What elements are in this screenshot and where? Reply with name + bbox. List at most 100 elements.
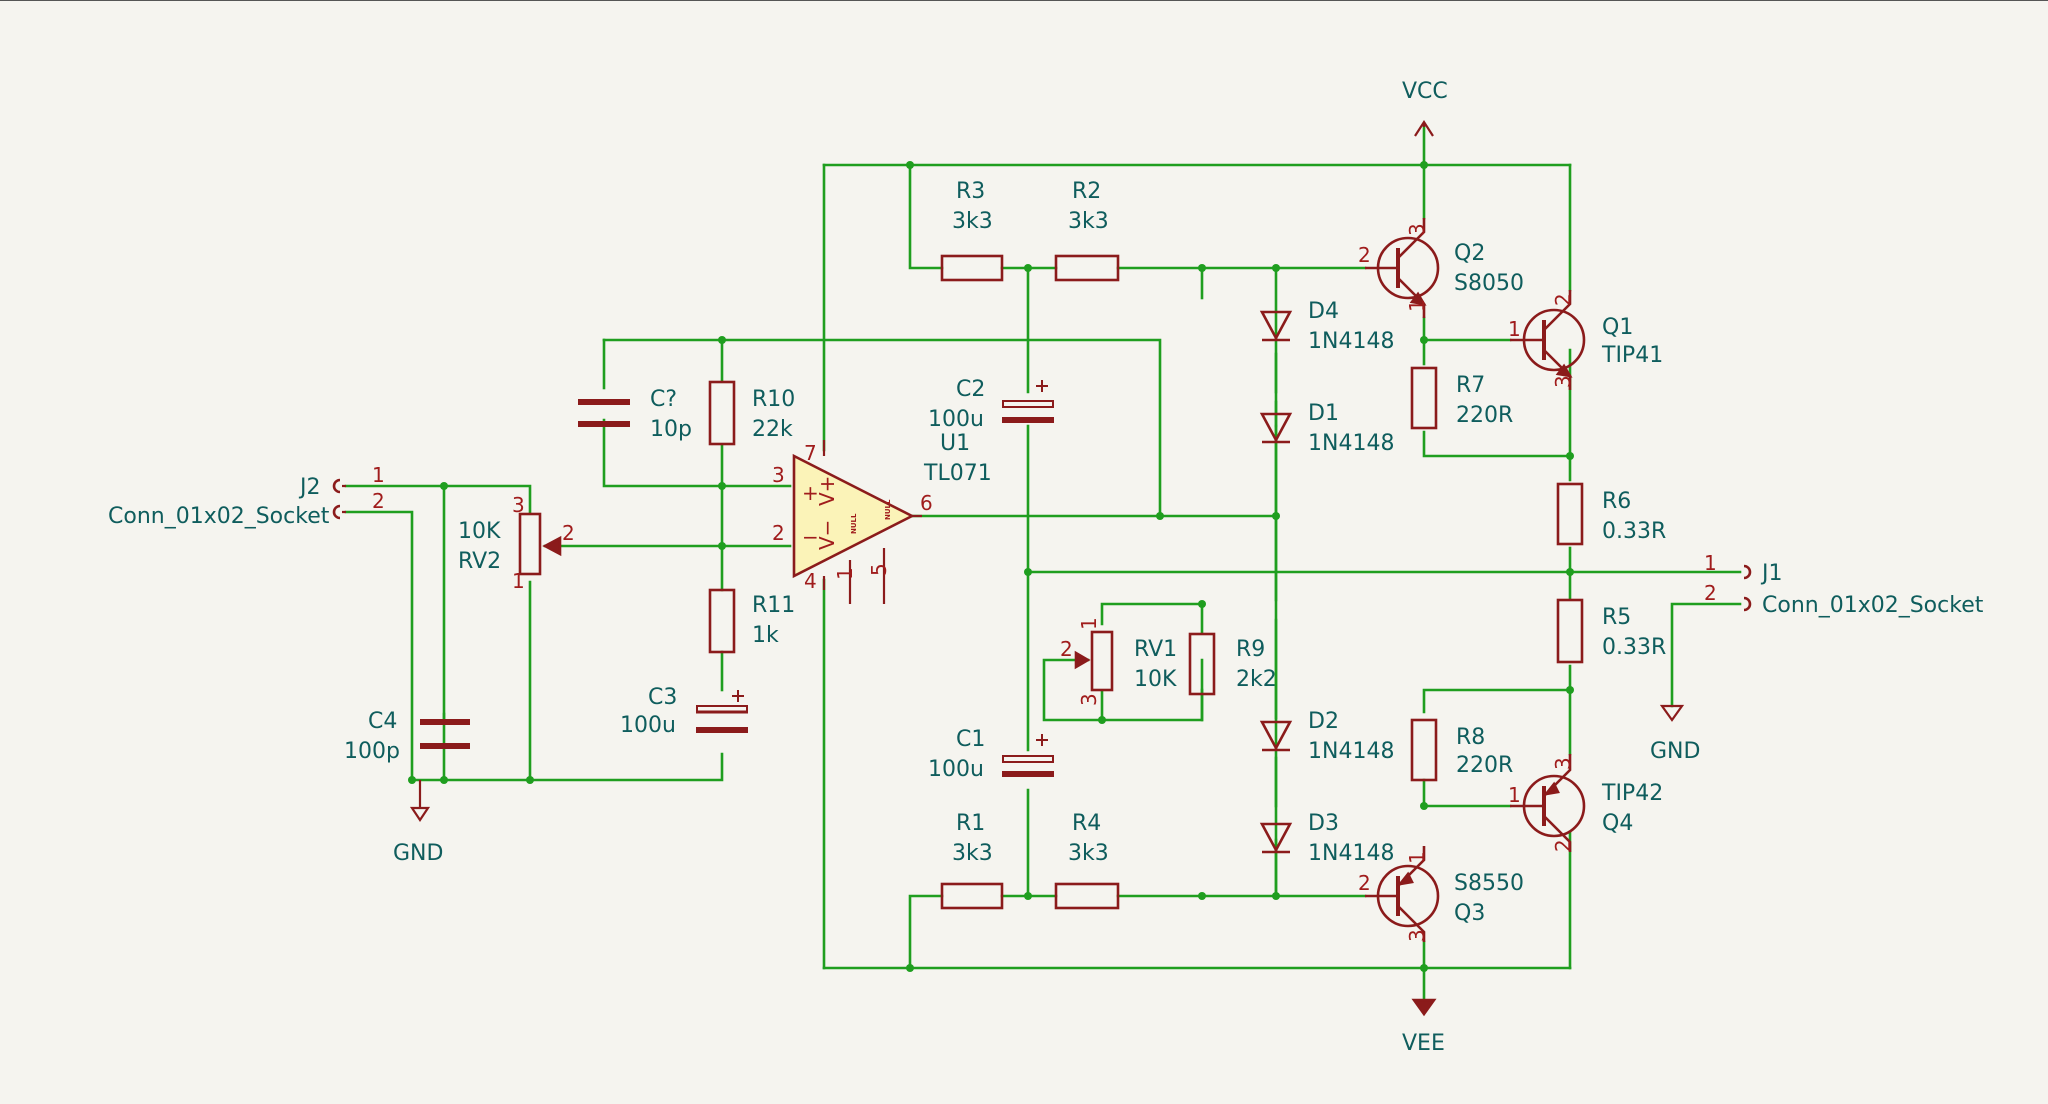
junction-dot [526, 776, 534, 784]
r5-ref: R5 [1602, 605, 1631, 630]
resistor-r5: R5 0.33R [1556, 598, 1666, 664]
q4-value: TIP42 [1601, 781, 1663, 806]
transistor-q3: S8550 Q3 2 1 3 [1358, 846, 1524, 942]
gnd-right-label: GND [1650, 739, 1700, 764]
j1-pin1: 1 [1704, 551, 1717, 575]
j2-pin1: 1 [372, 463, 385, 487]
u1-pin2: 2 [772, 521, 785, 545]
gnd-right-symbol: GND [1650, 704, 1700, 764]
r7-value: 220R [1456, 403, 1513, 428]
junction-dot [906, 964, 914, 972]
rv2-pin2: 2 [562, 521, 575, 545]
capacitor-c3: C3 100u [620, 685, 748, 738]
q2-value: S8050 [1454, 271, 1524, 296]
junction-dot [718, 482, 726, 490]
resistor-r9: R9 2k2 [1188, 632, 1277, 696]
j2-ref: J2 [298, 475, 321, 500]
rv1-ref: RV1 [1134, 637, 1177, 662]
wires [344, 125, 1742, 1002]
potentiometer-rv2: 10K RV2 3 2 1 [458, 493, 575, 593]
j2-pin2: 2 [372, 489, 385, 513]
top-border [0, 0, 2048, 1]
r3-value: 3k3 [952, 209, 993, 234]
resistor-r11: R11 1k [708, 588, 795, 654]
r9-value: 2k2 [1236, 667, 1277, 692]
d4-value: 1N4148 [1308, 329, 1394, 354]
c3-value: 100u [620, 713, 676, 738]
junction-dot [1198, 600, 1206, 608]
junction-dot [1566, 452, 1574, 460]
u1-ref: U1 [940, 431, 970, 456]
transistor-q2: Q2 S8050 2 3 1 [1358, 218, 1524, 318]
r4-ref: R4 [1072, 811, 1101, 836]
r10-ref: R10 [752, 387, 795, 412]
r8-ref: R8 [1456, 725, 1485, 750]
junction-dot [1272, 264, 1280, 272]
rv1-pin3: 3 [1077, 693, 1101, 706]
junction-dot [1420, 802, 1428, 810]
q2-pin2: 2 [1358, 243, 1371, 267]
r1-value: 3k3 [952, 841, 993, 866]
junction-dot [440, 776, 448, 784]
q3-pin1: 1 [1405, 851, 1429, 864]
c3-ref: C3 [648, 685, 677, 710]
vcc-power-symbol: VCC [1402, 79, 1448, 137]
vcc-label: VCC [1402, 79, 1448, 104]
q4-pin3: 3 [1551, 757, 1575, 770]
q4-ref: Q4 [1602, 811, 1633, 836]
rv2-ref: RV2 [458, 549, 501, 574]
vee-power-symbol: VEE [1402, 998, 1445, 1056]
junction-dot [1024, 892, 1032, 900]
resistor-r1: R1 3k3 [940, 811, 1004, 910]
r3-ref: R3 [956, 179, 985, 204]
capacitor-c2: C2 100u [928, 377, 1054, 432]
junction-dot [718, 336, 726, 344]
q3-pin2: 2 [1358, 871, 1371, 895]
junction-dot [1024, 264, 1032, 272]
c4-ref: C4 [368, 709, 397, 734]
u1-null2: NULL [884, 499, 892, 520]
u1-pin6: 6 [920, 491, 933, 515]
rv1-value: 10K [1134, 667, 1177, 692]
r4-value: 3k3 [1068, 841, 1109, 866]
cq-ref: C? [650, 387, 677, 412]
junction-dot [1420, 161, 1428, 169]
connector-j2: J2 Conn_01x02_Socket 1 2 [108, 463, 385, 529]
rv2-value: 10K [458, 519, 501, 544]
c2-ref: C2 [956, 377, 985, 402]
q1-value: TIP41 [1601, 343, 1663, 368]
u1-pin7: 7 [804, 441, 817, 465]
u1-pin1: 1 [833, 567, 857, 580]
junction-dot [1566, 686, 1574, 694]
connector-j1: J1 Conn_01x02_Socket 1 2 [1704, 551, 1984, 618]
opamp-u1: + − V+ V− NULL NULL 3 2 6 7 4 1 5 U1 TL0… [772, 431, 992, 604]
q4-pin2: 2 [1551, 839, 1575, 852]
q4-pin1: 1 [1508, 783, 1521, 807]
r9-ref: R9 [1236, 637, 1265, 662]
d2-ref: D2 [1308, 709, 1339, 734]
r8-value: 220R [1456, 753, 1513, 778]
junction-dot [1198, 264, 1206, 272]
junction-dot [1566, 568, 1574, 576]
u1-value: TL071 [923, 461, 992, 486]
r10-value: 22k [752, 417, 793, 442]
d3-ref: D3 [1308, 811, 1339, 836]
d4-ref: D4 [1308, 299, 1339, 324]
r1-ref: R1 [956, 811, 985, 836]
r5-value: 0.33R [1602, 635, 1666, 660]
q1-pin1: 1 [1508, 317, 1521, 341]
rv1-pin2: 2 [1060, 637, 1073, 661]
junction-dot [1272, 512, 1280, 520]
d1-ref: D1 [1308, 401, 1339, 426]
junction-dot [1024, 568, 1032, 576]
junction-dot [1420, 964, 1428, 972]
u1-pin4: 4 [804, 569, 817, 593]
junction-dot [408, 776, 416, 784]
rv1-pin1: 1 [1077, 617, 1101, 630]
q1-ref: Q1 [1602, 315, 1633, 340]
r2-ref: R2 [1072, 179, 1101, 204]
resistor-r4: R4 3k3 [1054, 811, 1120, 910]
j1-ref: J1 [1760, 561, 1783, 586]
r7-ref: R7 [1456, 373, 1485, 398]
